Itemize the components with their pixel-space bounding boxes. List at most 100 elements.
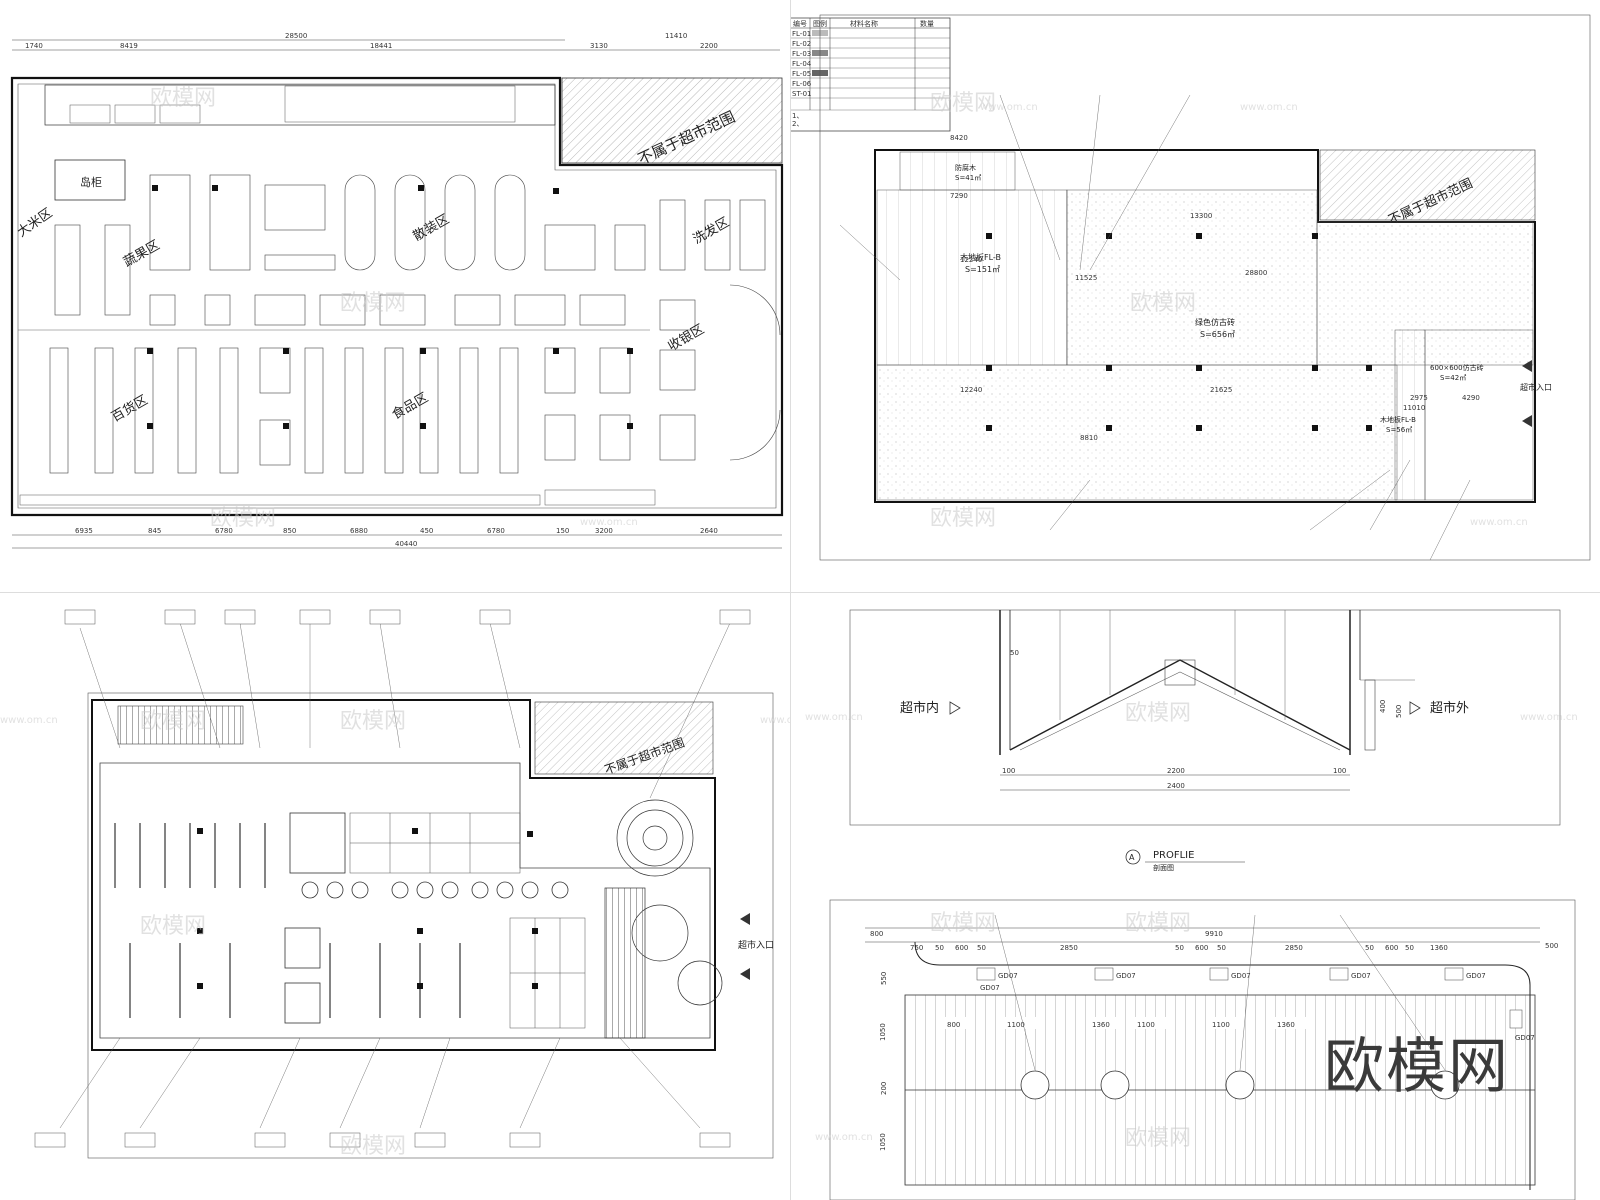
area-stone-label: 绿色仿古砖 [1195, 317, 1235, 327]
legend-note-1: 2、 [792, 120, 803, 128]
legend-row-2: FL-03 [792, 50, 811, 58]
dim-bottom-7: 150 [556, 527, 569, 535]
area-wood-label: 木地板FL-B [960, 252, 1001, 262]
area-tile-label: 600×600仿古砖 [1430, 363, 1484, 372]
zone-bulk: 散装区 [411, 212, 452, 244]
plan-ceiling-drawing: 不属于超市范围 [0, 609, 790, 1159]
zone-island: 岛柜 [80, 175, 102, 189]
watermark-url: www.om.cn [1470, 517, 1528, 528]
watermark: 欧模网 [340, 1134, 406, 1159]
section-dim-2: 100 [1333, 767, 1346, 775]
arrow-right-icon [1409, 701, 1421, 715]
ceil-row-dim-5: 1360 [1277, 1021, 1295, 1029]
zone-food: 食品区 [389, 389, 431, 422]
watermark-url: www.om.cn [760, 715, 790, 726]
dim-top-total2: 11410 [665, 32, 687, 40]
ceil-top-dim-1: 750 [910, 944, 923, 952]
ceil-top-dim-8: 600 [1195, 944, 1208, 952]
watermark: 欧模网 [930, 911, 996, 936]
ceil-row-dim-3: 1100 [1137, 1021, 1155, 1029]
ceil-tag-3: GD07 [1351, 972, 1371, 980]
dim-f-8: 8810 [1080, 434, 1098, 442]
dim-top-4: 2200 [700, 42, 718, 50]
legend-row-1: FL-02 [792, 40, 811, 48]
watermark: 欧模网 [210, 506, 276, 531]
ceil-top-dim-3: 600 [955, 944, 968, 952]
ceil-side-dim-0: 550 [880, 972, 888, 985]
brand-watermark: 欧模网 [1324, 1032, 1510, 1102]
plan-ceiling: 不属于超市范围 [0, 598, 790, 1200]
separator-vertical [790, 0, 791, 1200]
section-profile-drawing: 100 2200 100 2400 400 500 50 超市内 超市外 A P… [805, 609, 1578, 872]
legend-header-0: 编号 [793, 19, 807, 28]
dim-top-3: 3130 [590, 42, 608, 50]
dim-f-1: 7290 [950, 192, 968, 200]
ceil-side-dim-2: 200 [880, 1082, 888, 1095]
watermark-url: www.om.cn [805, 712, 863, 723]
dim-f-4: 11525 [1075, 274, 1097, 282]
entrance-label: 超市入口 [1520, 382, 1552, 392]
watermark: 欧模网 [1125, 911, 1191, 936]
ceil-tag-2: GD07 [1231, 972, 1251, 980]
section-profile: 100 2200 100 2400 400 500 50 超市内 超市外 A P… [805, 600, 1600, 885]
legend-row-6: ST-01 [792, 90, 812, 98]
dim-f-5: 28800 [1245, 269, 1267, 277]
ceil-top-dim-0: 800 [870, 930, 883, 938]
watermark: 欧模网 [1125, 1126, 1191, 1151]
zone-produce: 蔬果区 [121, 238, 162, 270]
area-stone-size: S=656㎡ [1200, 330, 1235, 339]
zone-cashier: 收银区 [666, 322, 707, 354]
watermark: 欧模网 [1130, 291, 1196, 316]
ceil-top-dim-9: 50 [1217, 944, 1226, 952]
section-dim-4: 400 [1379, 700, 1387, 713]
arrow-left-icon [949, 701, 961, 715]
separator-horizontal [0, 592, 1600, 593]
section-dim-1: 2200 [1167, 767, 1185, 775]
dim-f-2: 13300 [1190, 212, 1212, 220]
ceil-row-dim-0: 800 [947, 1021, 960, 1029]
dim-top-1: 8419 [120, 42, 138, 50]
ceil-tag-1: GD07 [1116, 972, 1136, 980]
section-dim-6: 50 [1010, 649, 1019, 657]
ceil-tag-6: GD07 [980, 984, 1000, 992]
dim-bottom-0: 6935 [75, 527, 93, 535]
dim-f-9: 4290 [1462, 394, 1480, 402]
section-outside-label: 超市外 [1430, 700, 1469, 716]
watermark-url: www.om.cn [980, 102, 1038, 113]
watermark: 欧模网 [140, 914, 206, 939]
watermark-url: www.om.cn [815, 1132, 873, 1143]
ceil-top-dim-2: 50 [935, 944, 944, 952]
legend-note-0: 1、 [792, 112, 803, 120]
dim-top-total: 28500 [285, 32, 307, 40]
plan-zoning: 28500 11410 1740 8419 18441 3130 2200 不属… [0, 0, 790, 585]
dim-bottom-5: 450 [420, 527, 433, 535]
watermark-url: www.om.cn [1240, 102, 1298, 113]
section-inside-label: 超市内 [900, 700, 939, 716]
ceil-tag-5: GD07 [1515, 1034, 1535, 1042]
dim-f-3: 12240 [960, 256, 982, 264]
dim-f-11: 2975 [1410, 394, 1428, 402]
legend-row-3: FL-04 [792, 60, 812, 68]
area-wood2-size: S=56㎡ [1386, 426, 1412, 434]
entrance-label-3: 超市入口 [738, 939, 774, 951]
legend-row-0: FL-01 [792, 30, 811, 38]
zone-rice: 大米区 [15, 206, 56, 241]
watermark: 欧模网 [140, 709, 206, 734]
area-top-size: S=41㎡ [955, 174, 981, 182]
area-top-label: 防腐木 [955, 163, 976, 172]
section-dim-0: 100 [1002, 767, 1015, 775]
watermark: 欧模网 [930, 506, 996, 531]
dim-bottom-6: 6780 [487, 527, 505, 535]
area-wood-size: S=151㎡ [965, 265, 1000, 274]
entrance-marker-3: 超市入口 [738, 913, 774, 980]
legend-header-2: 材料名称 [850, 19, 878, 28]
legend-row-4: FL-05 [792, 70, 811, 78]
ceil-top-dim-14: 1360 [1430, 944, 1448, 952]
area-tile-size: S=42㎡ [1440, 374, 1466, 382]
section-title-cn: 剖面图 [1153, 863, 1174, 872]
dim-bottom-1: 845 [148, 527, 161, 535]
dim-bottom-total: 40440 [395, 540, 417, 548]
ceil-top-dim-7: 50 [1175, 944, 1184, 952]
plan-flooring-drawing: 编号 图例 材料名称 数量 FL-01 FL-02 FL-03 FL-04 FL… [790, 14, 1591, 561]
ceil-top-dim-10: 2850 [1285, 944, 1303, 952]
